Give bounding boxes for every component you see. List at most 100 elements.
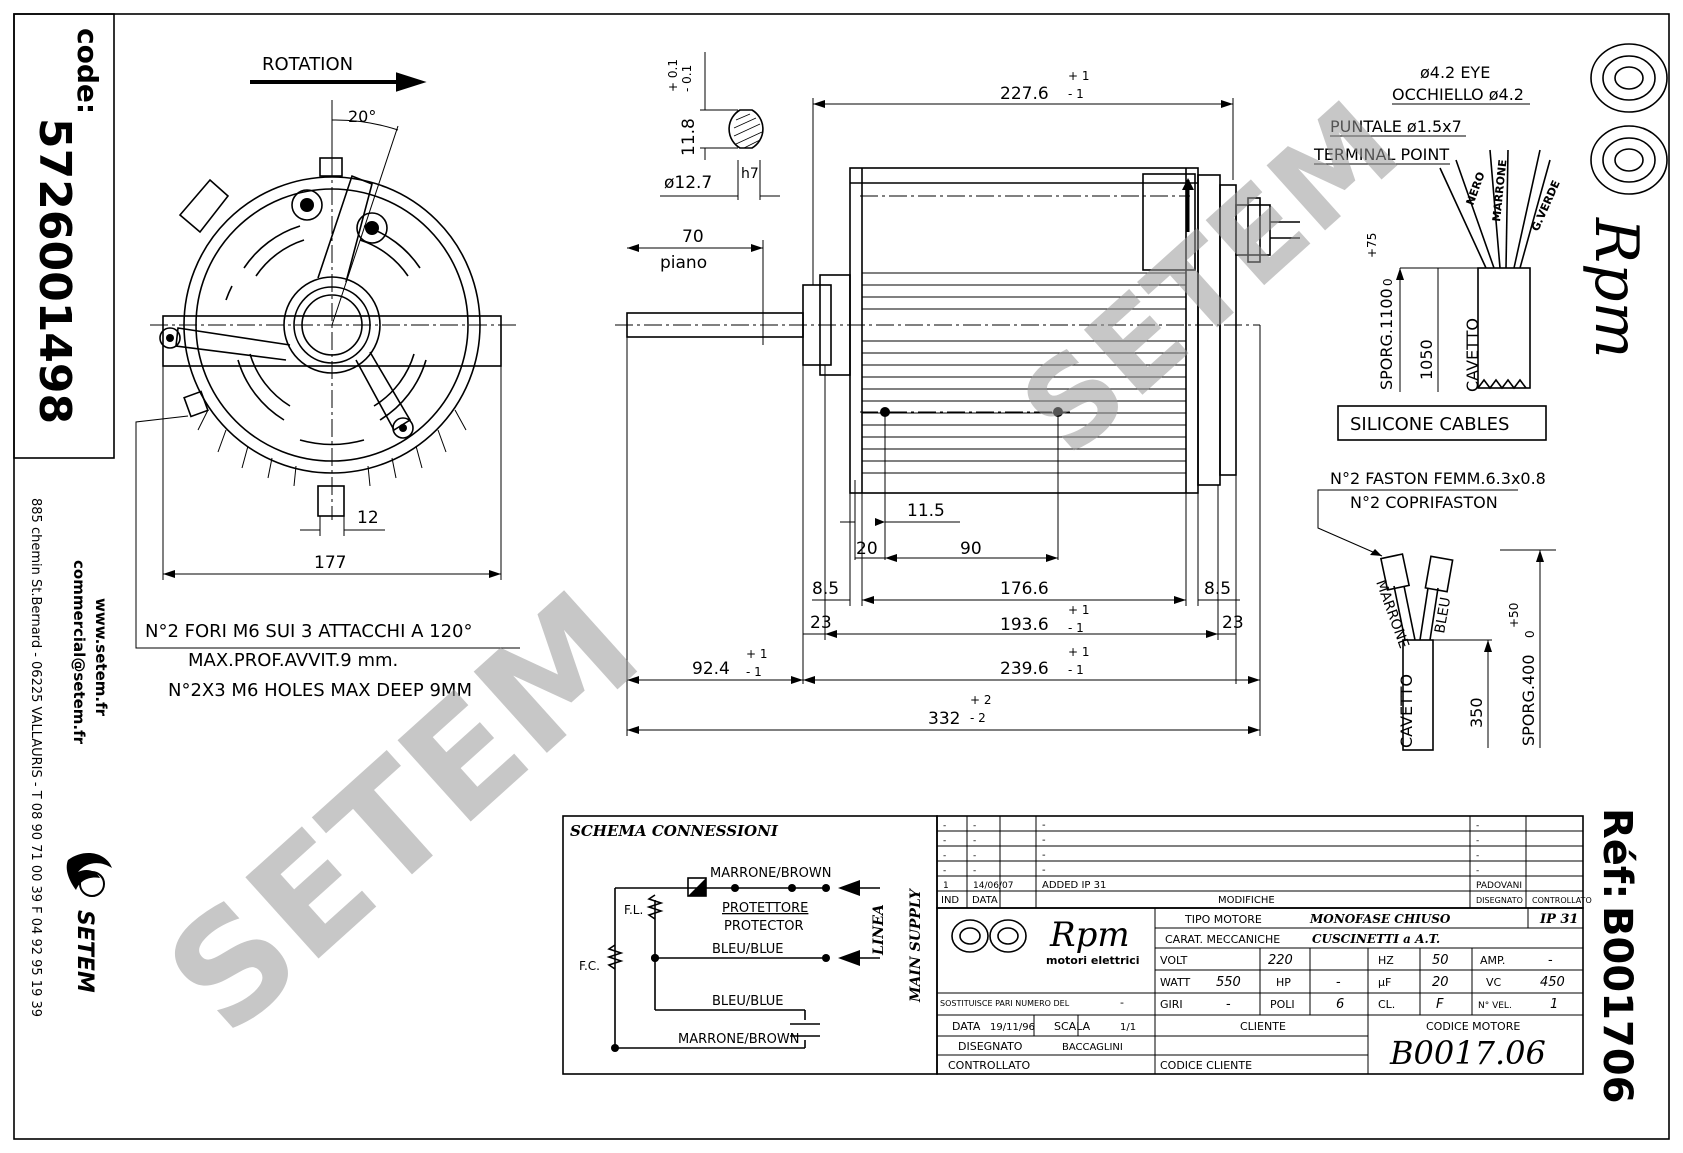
disegnato-value: BACCAGLINI: [1062, 1042, 1123, 1053]
ip-value: IP 31: [1539, 912, 1578, 927]
tipo-value: MONOFASE CHIUSO: [1309, 912, 1451, 926]
scala-value: 1/1: [1120, 1022, 1136, 1033]
rev-cell: -: [943, 851, 946, 861]
ref-label: Réf:: [1594, 808, 1640, 899]
rev-cell: -: [1042, 850, 1046, 861]
dim-193-tol-plus: + 1: [1068, 603, 1090, 617]
dim-227-tol-minus: - 1: [1068, 87, 1084, 101]
rev-header-modifiche: MODIFICHE: [1218, 895, 1275, 906]
titleblock-coil-icon: [951, 919, 1027, 953]
dim-70-label: 70: [682, 227, 704, 247]
side-view: 227.6 + 1 - 1 70 piano: [615, 69, 1300, 736]
sost-value: -: [1120, 996, 1124, 1009]
dim-92-tol-plus: + 1: [746, 647, 768, 661]
address-text: 885 chemin St.Bernard - 06225 VALLAURIS …: [28, 498, 43, 1017]
rev-cell: 1: [943, 881, 949, 891]
codice-motore-label: CODICE MOTORE: [1426, 1020, 1520, 1033]
faston-detail: N°2 FASTON FEMM.6.3x0.8 N°2 COPRIFASTON …: [1317, 469, 1556, 751]
vc-label: VC: [1486, 976, 1502, 989]
rpm-logo: Rpm: [1581, 43, 1668, 358]
rev-cell: -: [943, 866, 946, 876]
dim-332-label: 332: [928, 709, 960, 729]
sporg-400-label: SPORG.400: [1519, 654, 1538, 746]
sporg-1100-tol-plus: +75: [1365, 233, 1379, 258]
dim-239-tol-plus: + 1: [1068, 645, 1090, 659]
uf-label: µF: [1378, 976, 1391, 989]
dim-8-5-left-label: 8.5: [812, 579, 839, 599]
wire-marrone: MARRONE: [1490, 159, 1509, 223]
rev-cell: -: [1042, 865, 1046, 876]
puntale-label: PUNTALE ø1.5x7: [1330, 117, 1462, 136]
vc-value: 450: [1540, 975, 1565, 990]
drawing-frame: [13, 13, 1670, 1140]
amp-value: -: [1548, 953, 1553, 968]
rev-cell: -: [943, 836, 946, 846]
title-block: Rpm motori elettrici TIPO MOTORE MONOFAS…: [936, 907, 1584, 1075]
giri-value: -: [1226, 997, 1231, 1012]
rev-cell: -: [1476, 866, 1479, 876]
shaft-tol-plus: + 0.1: [666, 59, 680, 92]
sost-label: SOSTITUISCE PARI NUMERO DEL: [940, 999, 1070, 1008]
wire-marrone-2: MARRONE/BROWN: [678, 1032, 800, 1047]
watt-label: WATT: [1160, 976, 1190, 989]
cl-value: F: [1436, 997, 1444, 1012]
cavetto-label: CAVETTO: [1463, 318, 1482, 392]
dim-92-label: 92.4: [692, 659, 730, 679]
silicone-cables-label: SILICONE CABLES: [1350, 414, 1509, 435]
dim-20-label: 20: [856, 539, 878, 559]
wire-bleu-1: BLEU/BLUE: [712, 942, 784, 957]
label-fl: F.L.: [624, 903, 643, 917]
email-text: commercial@setem.fr: [70, 560, 88, 745]
dim-227-label: 227.6: [1000, 84, 1049, 104]
sporg-400-tol-plus: +50: [1507, 603, 1521, 628]
dim-350-label: 350: [1467, 697, 1486, 728]
dim-176-label: 176.6: [1000, 579, 1049, 599]
rev-cell: 14/06/07: [973, 881, 1013, 891]
rev-header-controllato: CONTROLLATO: [1532, 896, 1592, 905]
volt-label: VOLT: [1160, 954, 1188, 967]
giri-label: GIRI: [1160, 998, 1183, 1011]
data-value: 19/11/96: [990, 1022, 1035, 1033]
dim-11-5-label: 11.5: [907, 501, 945, 521]
rpm-brand: Rpm: [1581, 217, 1651, 358]
dim-239-label: 239.6: [1000, 659, 1049, 679]
dim-1050-label: 1050: [1417, 339, 1436, 380]
faston-cavetto-label: CAVETTO: [1397, 674, 1416, 748]
dim-227-tol-plus: + 1: [1068, 69, 1090, 83]
scala-label: SCALA: [1054, 1020, 1091, 1033]
dim-193-tol-minus: - 1: [1068, 621, 1084, 635]
shaft-detail: + 0.1 - 0.1 11.8 ø12.7 h7: [660, 52, 780, 200]
wire-marrone-1: MARRONE/BROWN: [710, 866, 832, 881]
rev-header-ind: IND: [941, 895, 959, 906]
shaft-dia-label: ø12.7: [664, 173, 712, 193]
main-supply-label: MAIN SUPPLY: [908, 887, 924, 1003]
titleblock-brand: Rpm: [1049, 915, 1130, 955]
carat-value: CUSCINETTI a A.T.: [1312, 932, 1440, 946]
dim-23-right-label: 23: [1222, 613, 1244, 633]
code-label: code:: [71, 28, 104, 114]
rotation-label: ROTATION: [262, 54, 353, 75]
mount-nut-icon: [159, 189, 414, 439]
coil-logo-icon: [1590, 43, 1668, 195]
uf-value: 20: [1432, 975, 1449, 990]
linea-label: LINEA: [871, 904, 887, 956]
label-fc: F.C.: [579, 959, 600, 973]
controllato-label: CONTROLLATO: [948, 1059, 1030, 1072]
amp-label: AMP.: [1480, 954, 1505, 967]
rev-cell: -: [973, 821, 976, 831]
dim-23-left-label: 23: [810, 613, 832, 633]
dim-193-label: 193.6: [1000, 615, 1049, 635]
protector-it: PROTETTORE: [722, 901, 808, 916]
front-view: ROTATION: [135, 54, 520, 701]
eye-label: ø4.2 EYE: [1420, 63, 1490, 82]
dim-239-tol-minus: - 1: [1068, 663, 1084, 677]
rev-cell: -: [943, 821, 946, 831]
hp-value: -: [1336, 975, 1341, 990]
disegnato-label: DISEGNATO: [958, 1040, 1023, 1053]
vel-value: 1: [1550, 997, 1558, 1012]
hp-label: HP: [1276, 976, 1291, 989]
cliente-label: CLIENTE: [1240, 1020, 1286, 1033]
sporg-1100-tol-zero: 0: [1381, 278, 1395, 286]
wire-nero: NERO: [1464, 170, 1488, 207]
